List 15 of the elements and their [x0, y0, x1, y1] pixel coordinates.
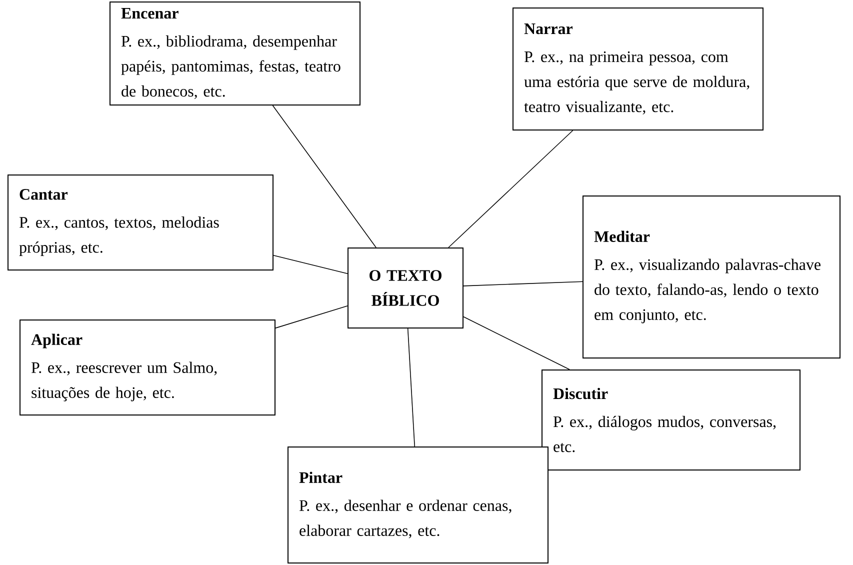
- activity-box: Narrar P. ex., na primeira pessoa, com uma estória que serve de moldura, teatro visualizante, etc.: [512, 8, 764, 130]
- connector-line: [407, 328, 416, 447]
- activity-box: Pintar P. ex., desenhar e ordenar cenas, elaborar cartazes, etc.: [288, 446, 548, 564]
- activity-box: Discutir P. ex., diálogos mudos, conversas, etc.: [542, 370, 801, 470]
- connector-line: [273, 254, 348, 274]
- connector-line: [275, 305, 348, 328]
- activity-box: Encenar P. ex., bibliodrama, desempenhar papéis, pantomimas, festas, teatro de bonecos, etc.: [110, 2, 360, 106]
- connector-line: [463, 316, 570, 370]
- connector-line: [272, 105, 376, 248]
- connector-line: [448, 130, 574, 248]
- activity-box: Aplicar P. ex., reescrever um Salmo, situações de hoje, etc.: [20, 320, 276, 416]
- center-box: O TEXTO BÍBLICO: [348, 248, 464, 328]
- connector-line: [463, 281, 583, 286]
- activity-box: Cantar P. ex., cantos, textos, melodias próprias, etc.: [8, 174, 274, 270]
- activity-box: Meditar P. ex., visualizando palavras-chave do texto, falando-as, lendo o texto em conjunto, etc.: [582, 196, 840, 358]
